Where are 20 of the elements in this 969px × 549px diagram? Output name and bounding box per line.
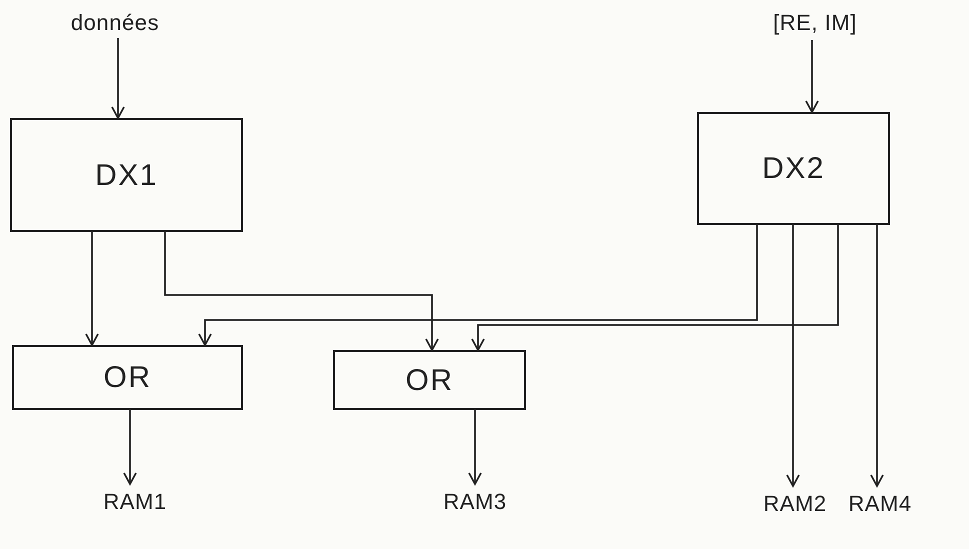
- signal-label: RAM3: [435, 484, 515, 518]
- arrow: [111, 38, 125, 119]
- signal-label: RAM4: [840, 486, 920, 520]
- signal-label: RAM2: [755, 486, 835, 520]
- signal-label: données: [55, 6, 175, 38]
- arrow: [123, 410, 137, 485]
- arrow: [870, 225, 884, 487]
- arrow: [468, 410, 482, 485]
- arrow: [471, 225, 839, 351]
- block-box: OR: [12, 345, 243, 410]
- arrow: [805, 40, 819, 113]
- arrow: [198, 225, 758, 346]
- block-box: DX2: [697, 112, 890, 225]
- block-box: OR: [333, 350, 526, 410]
- arrow: [786, 225, 800, 487]
- arrow: [85, 232, 99, 346]
- block-box: DX1: [10, 118, 243, 232]
- arrow: [164, 232, 439, 351]
- signal-label: [RE, IM]: [740, 4, 890, 40]
- signal-label: RAM1: [95, 484, 175, 518]
